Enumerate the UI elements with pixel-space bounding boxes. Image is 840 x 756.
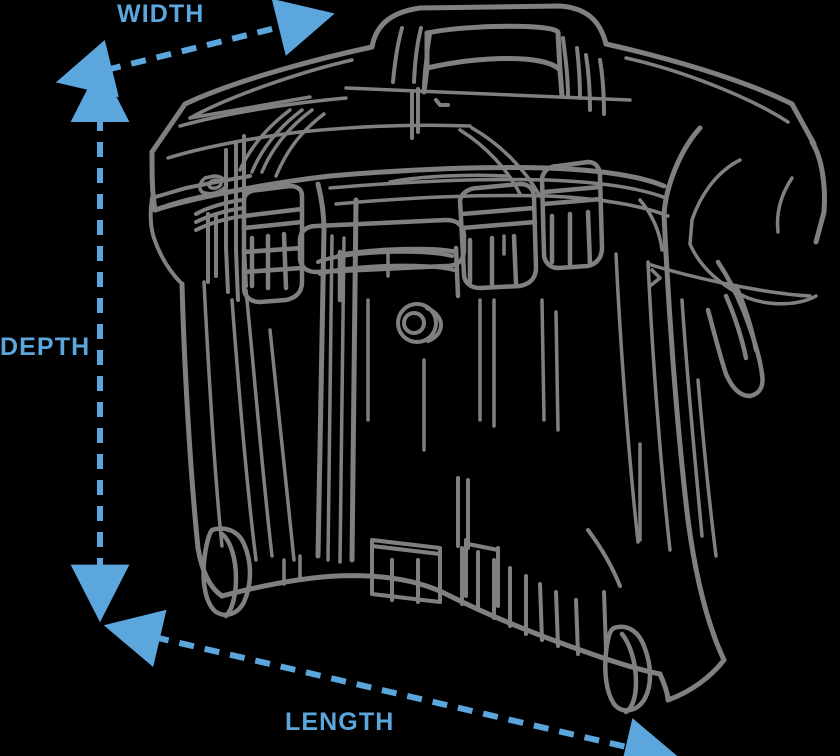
right-side-latch bbox=[539, 159, 605, 271]
bottom-left-foot-block bbox=[456, 476, 470, 550]
center-right-latch bbox=[457, 181, 539, 291]
pressure-valve bbox=[396, 302, 443, 344]
length-dimension-arrow bbox=[103, 609, 682, 756]
handle-grip-bar bbox=[421, 23, 565, 99]
body-rim-detail bbox=[328, 173, 670, 218]
right-side-handle bbox=[705, 259, 765, 399]
body-scribe-lines bbox=[366, 234, 560, 452]
lid-right-panel bbox=[661, 125, 827, 245]
case-body-right-detail bbox=[614, 252, 718, 558]
bottom-right-foot-block bbox=[464, 538, 500, 608]
dimension-arrows-group bbox=[55, 0, 682, 756]
case-front-left-detail bbox=[202, 280, 296, 562]
lower-center-riser bbox=[282, 554, 302, 586]
lid-right-panel-detail bbox=[638, 158, 818, 306]
length-dimension-label: LENGTH bbox=[285, 708, 395, 736]
case-front-left-panel bbox=[179, 281, 225, 599]
front-center-column bbox=[315, 181, 359, 563]
body-top-rim bbox=[327, 164, 667, 189]
case-outline-group bbox=[148, 3, 827, 715]
lid-front-detail bbox=[166, 108, 542, 198]
front-center-column-detail bbox=[326, 234, 346, 564]
pull-handle-bar bbox=[316, 249, 456, 276]
left-main-latch bbox=[241, 183, 305, 305]
case-bottom-edge bbox=[219, 573, 671, 703]
top-carry-handle bbox=[369, 3, 609, 50]
width-dimension-label: WIDTH bbox=[117, 0, 205, 28]
lid-left-latch-plate bbox=[198, 174, 229, 196]
left-wheel bbox=[201, 526, 253, 619]
width-dimension-arrow bbox=[55, 0, 335, 98]
depth-dimension-label: DEPTH bbox=[0, 333, 91, 361]
